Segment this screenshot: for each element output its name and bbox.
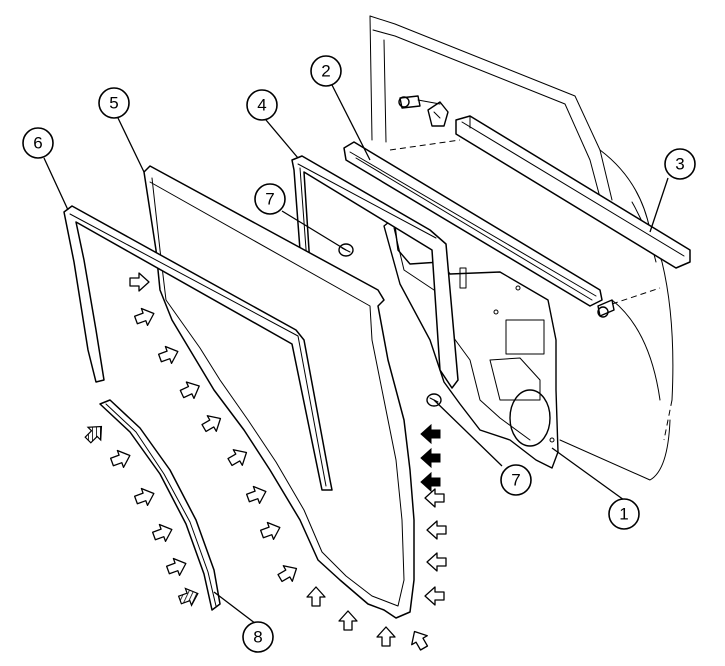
- callout-1: 1: [608, 498, 640, 530]
- outer-belt-molding: [455, 115, 691, 269]
- solid-arrow-icon: [420, 472, 441, 492]
- callout-label: 4: [257, 96, 266, 115]
- callout-2: 2: [310, 55, 342, 87]
- outline-arrow-icon: [274, 560, 302, 587]
- callout-label: 5: [109, 94, 118, 113]
- callout-7-upper: 7: [254, 183, 286, 215]
- outline-arrow-icon: [258, 518, 284, 544]
- callout-6: 6: [22, 127, 54, 159]
- outline-arrow-icon: [244, 482, 270, 508]
- hatched-arrow-icon: [176, 584, 202, 610]
- front-door-weatherstrip: [63, 205, 333, 491]
- callout-label: 3: [675, 155, 684, 174]
- outline-arrow-icon: [424, 488, 445, 508]
- outline-arrow-icon: [108, 446, 134, 472]
- outline-arrow-icon: [224, 444, 252, 471]
- callout-4: 4: [246, 89, 278, 121]
- callout-5: 5: [98, 87, 130, 119]
- callout-label: 6: [33, 134, 42, 153]
- door-opening-weatherstrip: [143, 165, 415, 619]
- hatched-arrow-icon: [81, 419, 109, 447]
- screw-top: [398, 95, 441, 109]
- solid-arrow-icon: [420, 424, 441, 444]
- clip-top: [427, 101, 449, 127]
- outline-arrow-icon: [177, 377, 204, 403]
- outline-arrow-icon: [164, 554, 190, 580]
- callout-label: 7: [265, 190, 274, 209]
- leader-lines: [43, 84, 669, 625]
- callout-label: 7: [511, 471, 520, 490]
- door-glass: [369, 15, 613, 206]
- outline-arrow-icon: [426, 552, 447, 572]
- outline-arrow-icon: [198, 410, 226, 437]
- outline-arrow-icon: [150, 520, 176, 546]
- callout-label: 2: [321, 62, 330, 81]
- callout-label: 1: [619, 505, 628, 524]
- outline-arrow-icon: [132, 484, 158, 510]
- outline-arrow-icon: [426, 520, 447, 540]
- outline-arrow-icon: [406, 626, 433, 654]
- outline-arrow-icon: [129, 272, 150, 292]
- screw-bottom: [597, 287, 661, 318]
- callout-7-lower: 7: [500, 464, 532, 496]
- callout-8: 8: [242, 621, 274, 653]
- water-deflector-panel: [383, 217, 559, 469]
- solid-arrow-icon: [420, 448, 441, 468]
- outline-arrow-icon: [156, 342, 182, 368]
- outline-arrow-icon: [132, 304, 158, 330]
- outline-arrow-icon: [376, 626, 396, 647]
- callout-label: 8: [253, 628, 262, 647]
- inner-belt-weatherstrip: [343, 141, 603, 307]
- callout-3: 3: [664, 148, 696, 180]
- lower-molding-strip: [99, 399, 221, 611]
- outline-arrow-icon: [306, 586, 326, 607]
- outline-arrow-icon: [424, 586, 445, 606]
- outline-arrow-icon: [338, 610, 358, 631]
